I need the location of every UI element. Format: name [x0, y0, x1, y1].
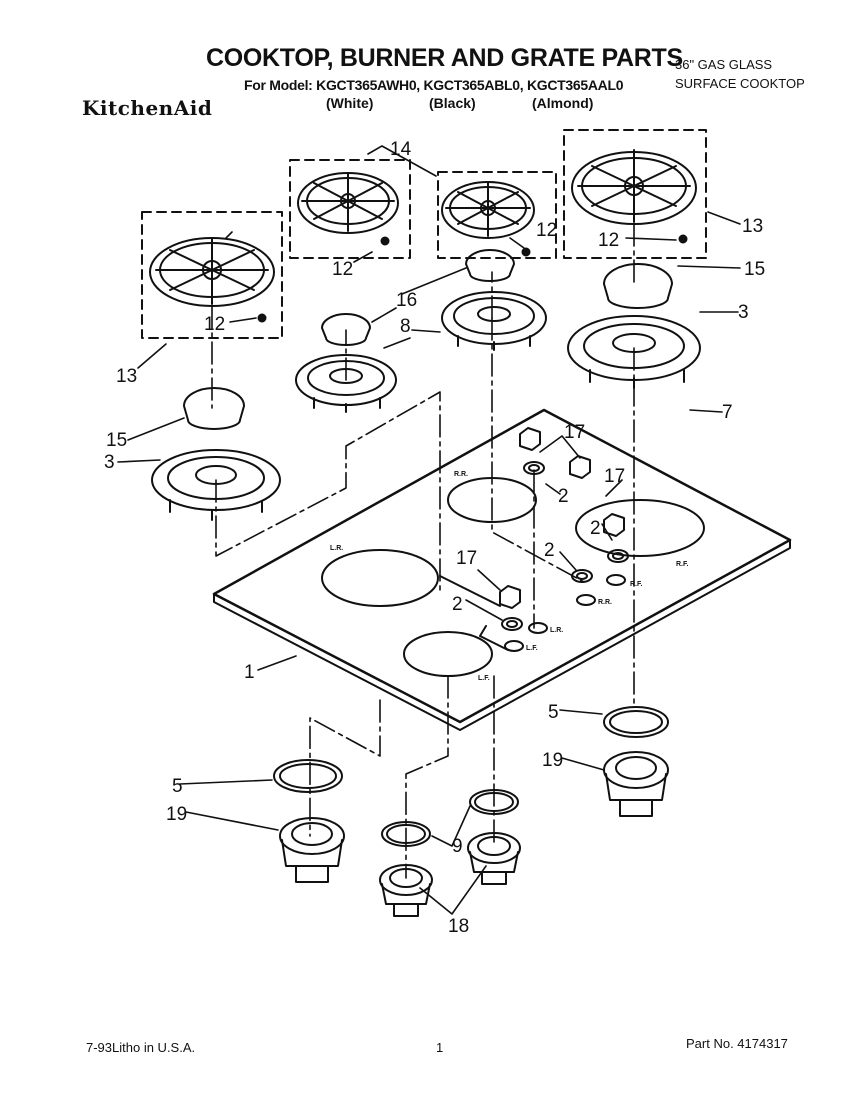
- callout-2-d: 2: [452, 594, 463, 615]
- label-lf-surface: L.F.: [478, 675, 490, 682]
- assembly-lines: [211, 187, 635, 879]
- callout-12-center-right: 12: [536, 220, 557, 241]
- callout-13-right: 13: [742, 216, 763, 237]
- callout-14: 14: [390, 139, 412, 160]
- grate-center-left: [297, 172, 399, 234]
- product-description-line-2: SURFACE COOKTOP: [675, 76, 805, 91]
- label-rr-surface: R.R.: [454, 471, 468, 478]
- callout-15-right: 15: [744, 259, 765, 280]
- callout-15-left: 15: [106, 430, 127, 451]
- callout-2-b: 2: [590, 518, 601, 539]
- callout-12-right: 12: [598, 230, 619, 251]
- model-colors: (White) (Black) (Almond): [0, 95, 864, 113]
- burner-caps: [183, 249, 673, 430]
- surface-labels: L.R. R.R. R.F. L.F. R.R. R.F. L.R. L.F.: [330, 471, 689, 682]
- page-number: 1: [436, 1040, 444, 1055]
- cooktop-surface: [212, 408, 792, 731]
- callout-1: 1: [244, 662, 255, 683]
- callout-13-left: 13: [116, 366, 137, 387]
- callout-17-a: 17: [564, 422, 585, 443]
- callout-2-c: 2: [544, 540, 555, 561]
- grate-feet: [257, 234, 688, 323]
- page-title: COOKTOP, BURNER AND GRATE PARTS: [206, 44, 683, 72]
- callout-2-a: 2: [558, 486, 569, 507]
- brand-logo: KitchenAid: [82, 96, 213, 120]
- callout-7: 7: [722, 402, 733, 423]
- callout-numbers: 14 12 12 12 12 13 13 15 15 16 8 3 3 7 17…: [104, 139, 765, 937]
- label-rf-surface: R.F.: [676, 561, 689, 568]
- footer-litho: 7-93Litho in U.S.A.: [86, 1040, 196, 1055]
- label-lr-surface: L.R.: [330, 545, 343, 552]
- callout-12-left: 12: [204, 314, 225, 335]
- label-lf-valve: L.F.: [526, 645, 538, 652]
- callout-19-left: 19: [166, 804, 187, 825]
- label-lr-valve: L.R.: [550, 627, 563, 634]
- part-number: Part No. 4174317: [686, 1036, 788, 1051]
- callout-3-right: 3: [738, 302, 749, 323]
- callout-3-left: 3: [104, 452, 115, 473]
- callout-17-b: 17: [604, 466, 625, 487]
- color-almond: (Almond): [532, 95, 594, 111]
- model-list: For Model: KGCT365AWH0, KGCT365ABL0, KGC…: [244, 77, 624, 93]
- product-description: 36" GAS GLASS SURFACE COOKTOP: [675, 55, 805, 93]
- callout-5-right: 5: [548, 702, 559, 723]
- control-knobs: [499, 427, 629, 652]
- callout-5-left: 5: [172, 776, 183, 797]
- callout-16: 16: [396, 290, 417, 311]
- burner-heads: [279, 751, 669, 917]
- leader-lines: [117, 145, 741, 915]
- grate-center-right: [441, 181, 535, 239]
- callout-12-center-left: 12: [332, 259, 353, 280]
- callout-8: 8: [400, 316, 411, 337]
- callout-9: 9: [452, 836, 463, 857]
- grate-right-rear: [571, 149, 697, 225]
- grate-boxes: [141, 129, 707, 339]
- label-rr-valve: R.R.: [598, 599, 612, 606]
- callout-17-c: 17: [456, 548, 477, 569]
- color-black: (Black): [429, 95, 476, 111]
- callout-19-right: 19: [542, 750, 563, 771]
- callout-18: 18: [448, 916, 469, 937]
- label-rf-valve: R.F.: [630, 581, 643, 588]
- gaskets: [273, 706, 669, 847]
- product-description-line-1: 36" GAS GLASS: [675, 57, 773, 72]
- color-white: (White): [326, 95, 374, 111]
